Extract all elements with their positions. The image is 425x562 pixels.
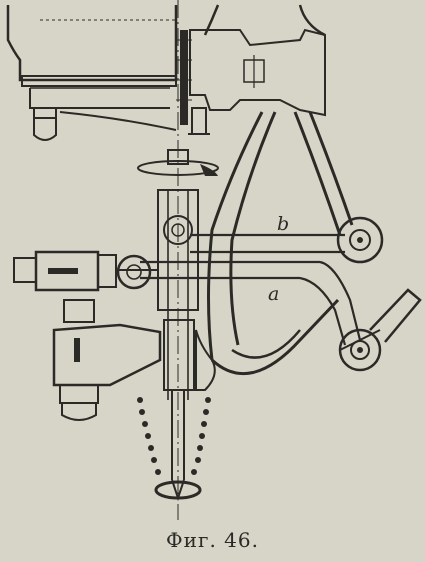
center-bolt (188, 107, 210, 135)
mechanism-drawing: b a (6, 0, 422, 520)
spindle (157, 189, 199, 502)
upper-housing (189, 4, 326, 117)
link-b (190, 233, 345, 254)
bracket-frame (207, 111, 354, 376)
spring-loop (137, 397, 211, 500)
pivot-upper (336, 216, 384, 264)
adjusting-screw (13, 250, 158, 292)
lower-arm (52, 299, 162, 421)
left-bolt (33, 107, 57, 141)
label-b: b (277, 213, 289, 235)
handle-lever (339, 288, 422, 351)
link-a (140, 260, 362, 346)
figure-caption: Фиг. 46. (166, 528, 259, 552)
spindle-washer (137, 149, 219, 176)
spring-stack (176, 30, 192, 125)
lower-sector (195, 329, 216, 391)
curved-rod (59, 111, 177, 131)
label-a: a (268, 283, 279, 305)
machine-table (6, 5, 178, 109)
